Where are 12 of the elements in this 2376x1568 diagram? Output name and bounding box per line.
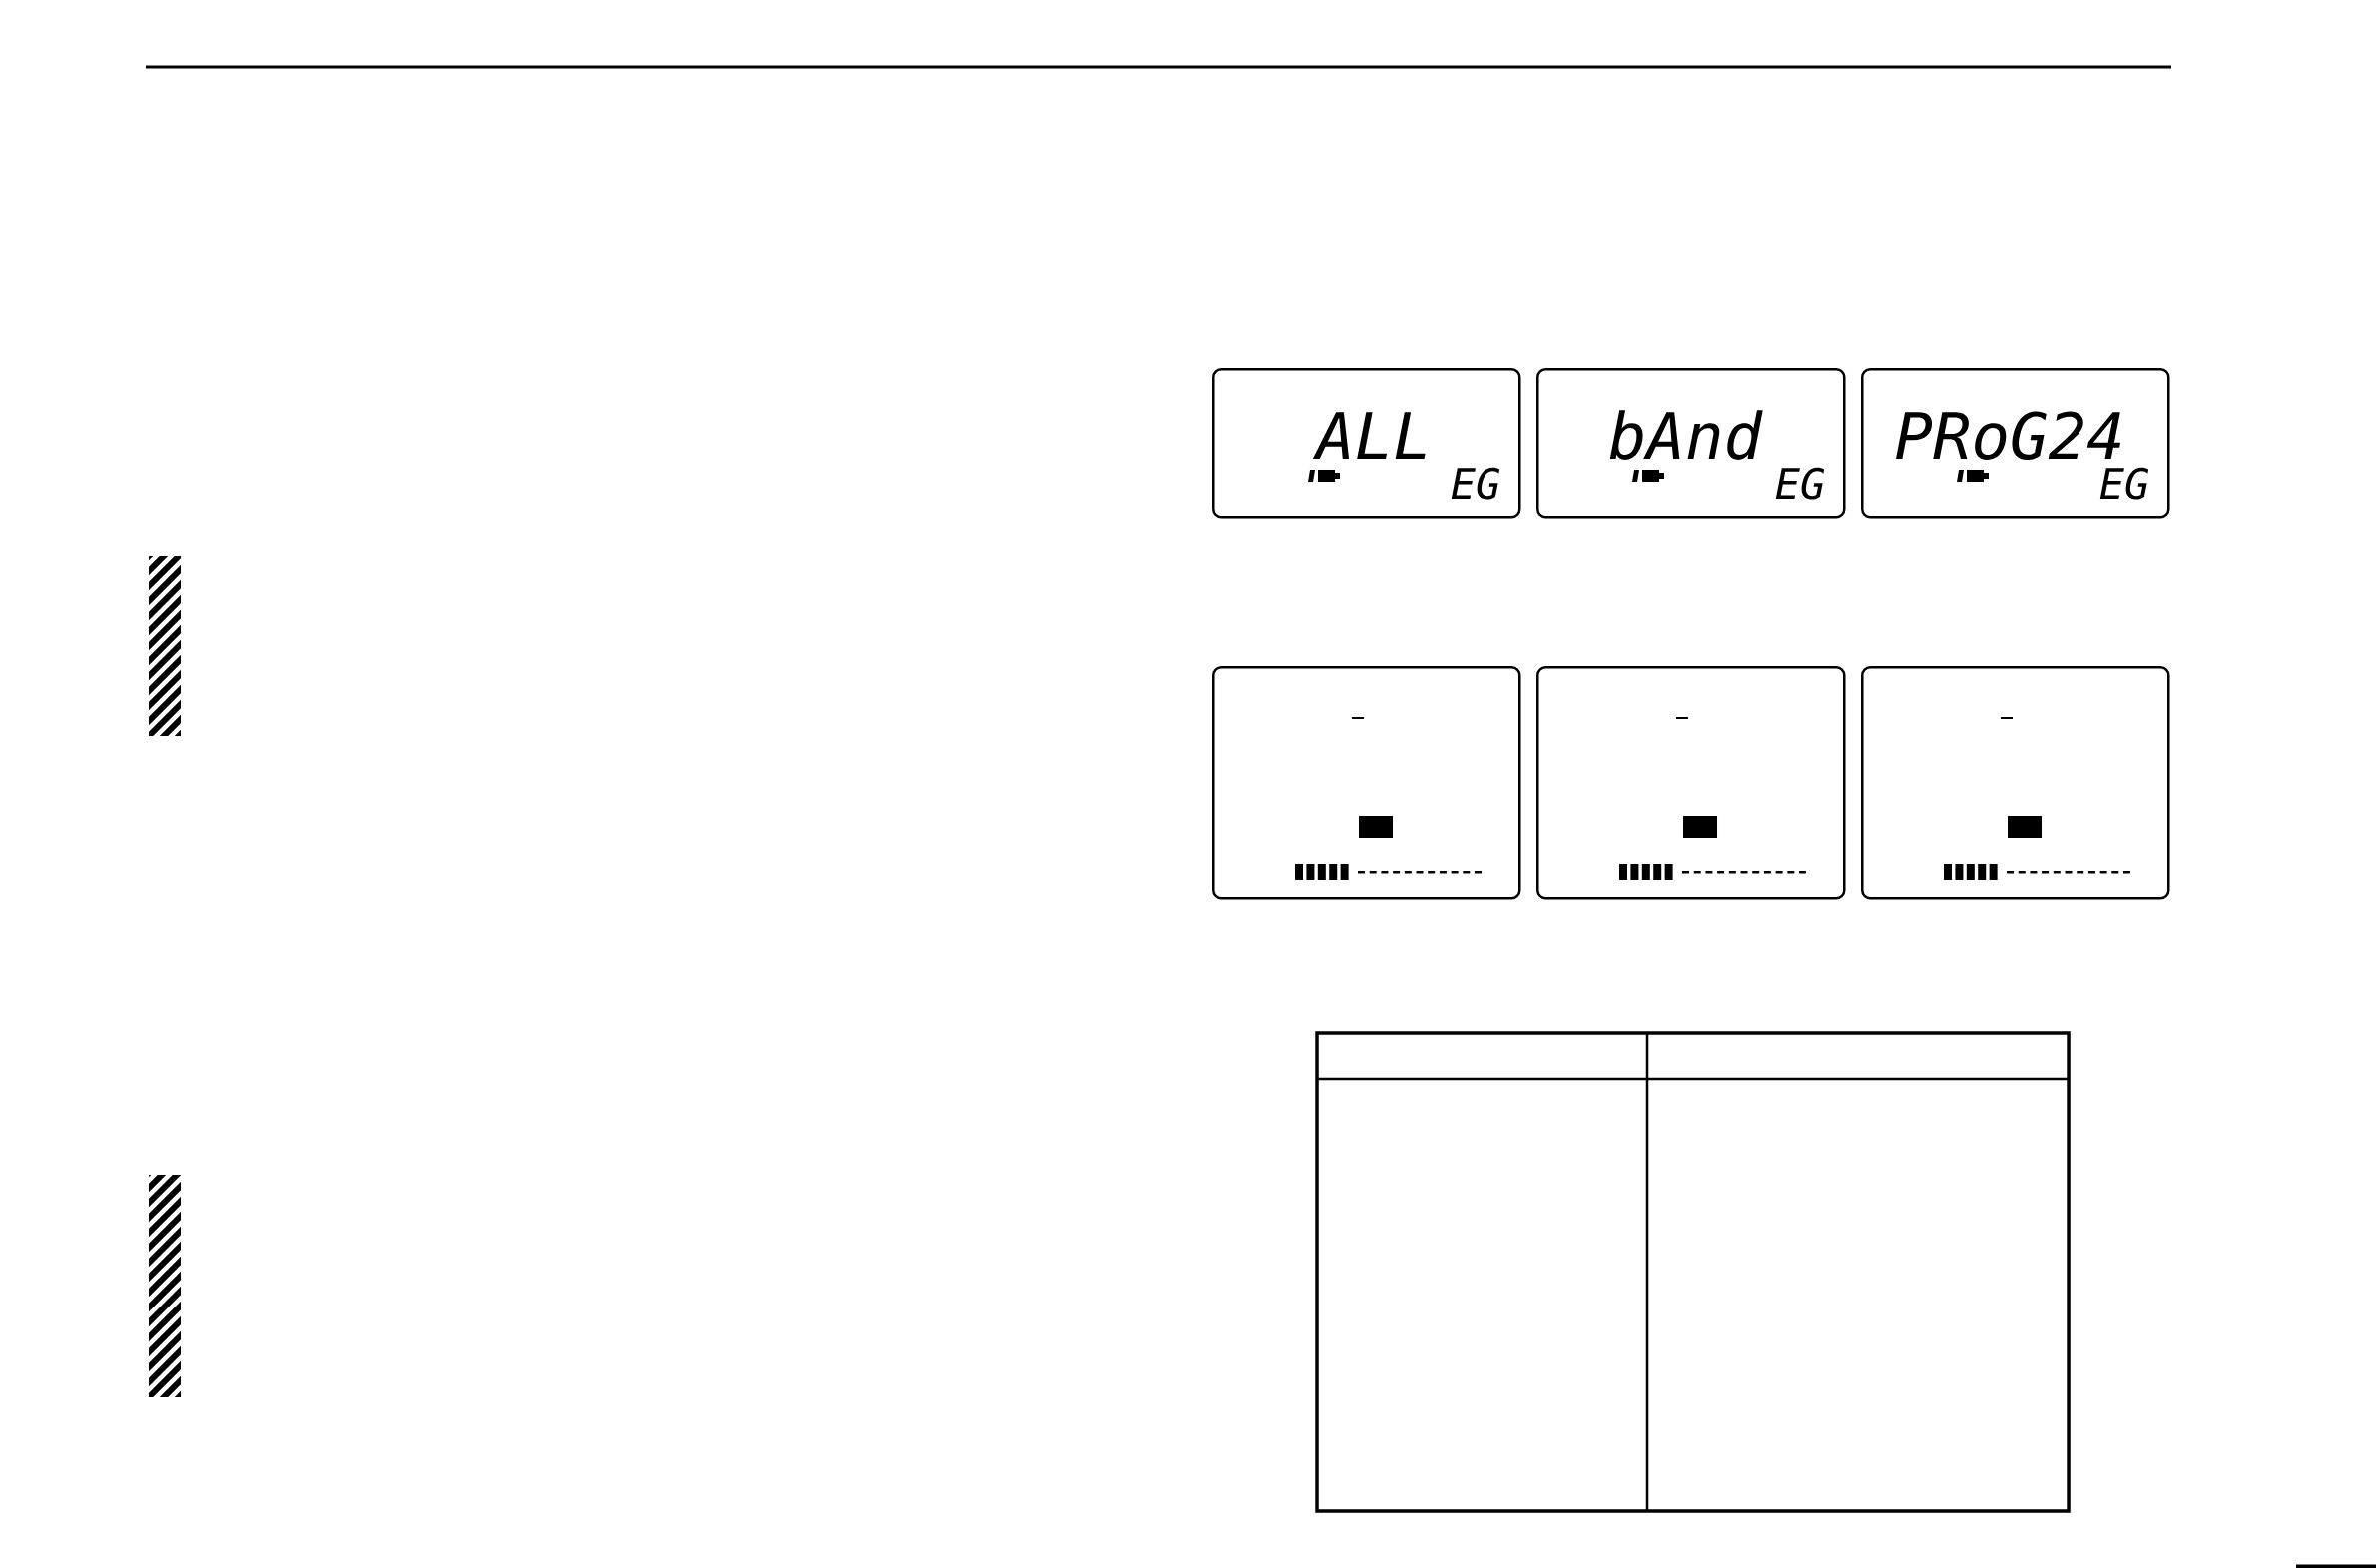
lcd-display xyxy=(1861,666,2170,900)
lcd-display xyxy=(1536,368,1846,519)
lcd-display xyxy=(1212,368,1521,519)
segment-text: bAnd xyxy=(1609,410,1763,460)
lcd-display xyxy=(1536,666,1846,900)
lcd-display xyxy=(1861,368,2170,519)
segment-text: EG xyxy=(2099,467,2149,500)
lcd-display xyxy=(1212,666,1521,900)
segment-text: EG xyxy=(1451,467,1500,500)
segment-text: ALL xyxy=(1312,412,1426,459)
segment-text: EG xyxy=(1775,467,1825,500)
segment-text: PRoG24 xyxy=(1896,411,2121,460)
